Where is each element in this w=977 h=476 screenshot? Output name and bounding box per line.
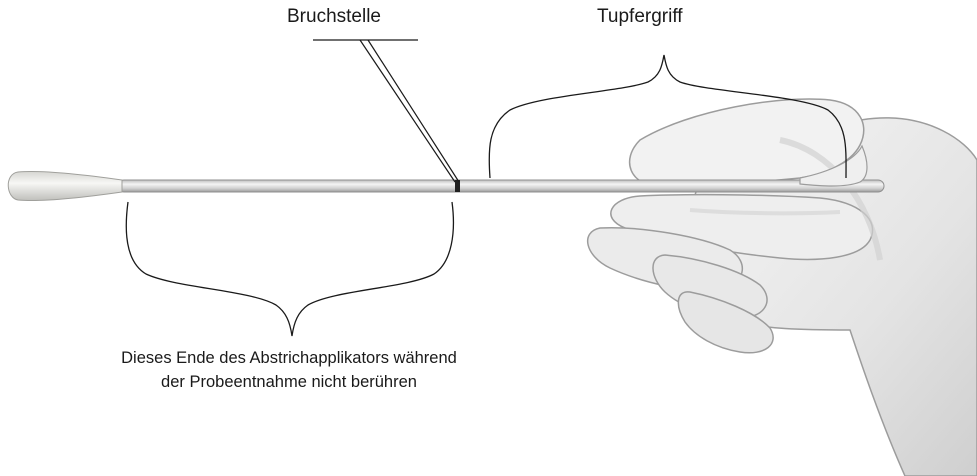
- breakpoint-label: Bruchstelle: [287, 6, 381, 28]
- no-touch-warning-line2: der Probeentnahme nicht berühren: [0, 370, 578, 394]
- no-touch-bracket: [126, 202, 453, 336]
- no-touch-warning-line1: Dieses Ende des Abstrichapplikators währ…: [0, 346, 578, 370]
- breakpoint-callout: [313, 40, 459, 182]
- breakpoint-leader-right: [368, 40, 459, 182]
- breakpoint-leader-left: [360, 40, 455, 182]
- gloved-hand-icon: [588, 99, 977, 476]
- swab-tip: [8, 171, 122, 200]
- swab-shaft: [118, 180, 884, 192]
- no-touch-warning: Dieses Ende des Abstrichapplikators währ…: [0, 346, 578, 394]
- grip-label: Tupfergriff: [597, 6, 683, 28]
